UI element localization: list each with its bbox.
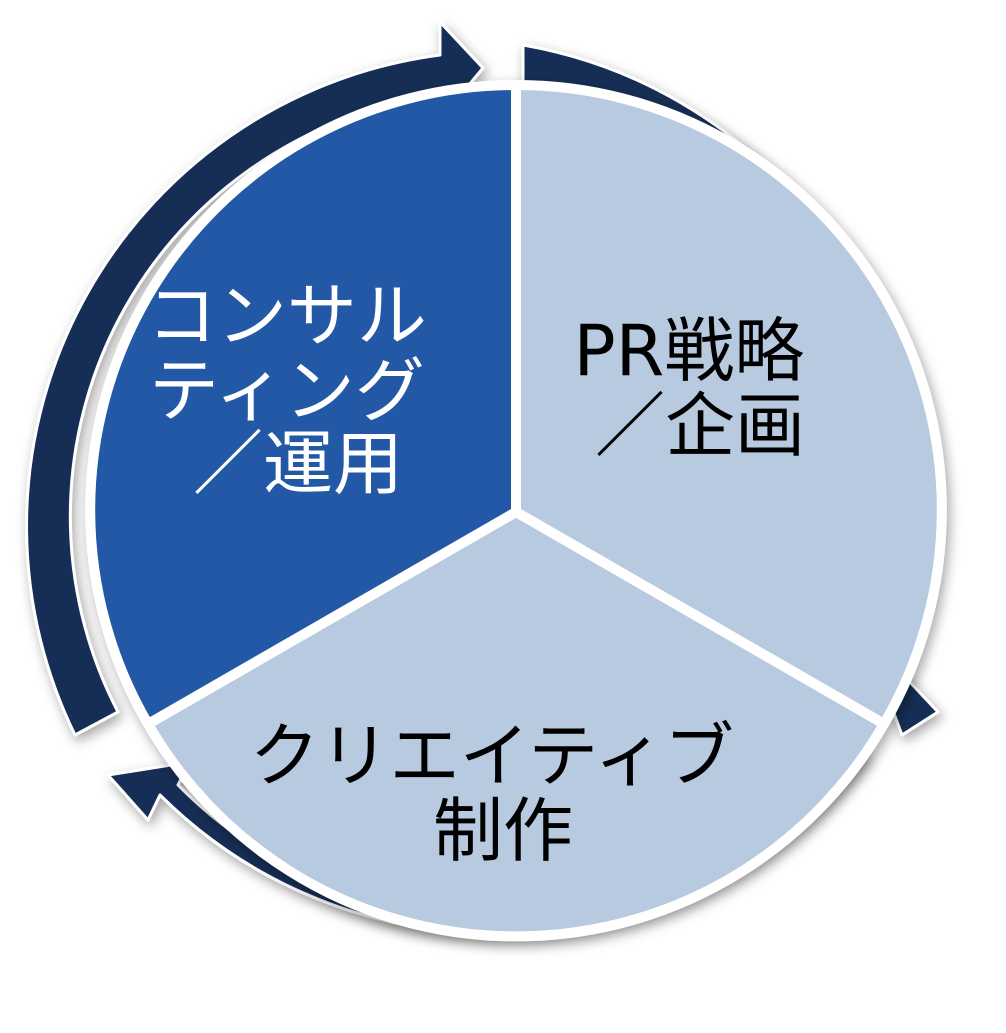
label-pr-strategy: PR戦略 ／企画 [573, 310, 826, 467]
label-consulting-line3: ／運用 [193, 423, 403, 505]
label-creative: クリエイティブ 制作 [250, 715, 757, 872]
segment-consulting [85, 79, 521, 729]
label-consulting-line2: ティング [149, 350, 425, 432]
label-pr-strategy-line1: PR戦略 [573, 310, 804, 392]
pie [85, 79, 947, 942]
label-consulting: コンサル ティング ／運用 [147, 275, 449, 505]
label-consulting-line1: コンサル [147, 275, 427, 357]
segment-pr-strategy [511, 79, 947, 729]
label-creative-line1: クリエイティブ [250, 715, 734, 797]
label-creative-line2: 制作 [433, 790, 573, 872]
label-pr-strategy-line2: ／企画 [595, 385, 805, 467]
